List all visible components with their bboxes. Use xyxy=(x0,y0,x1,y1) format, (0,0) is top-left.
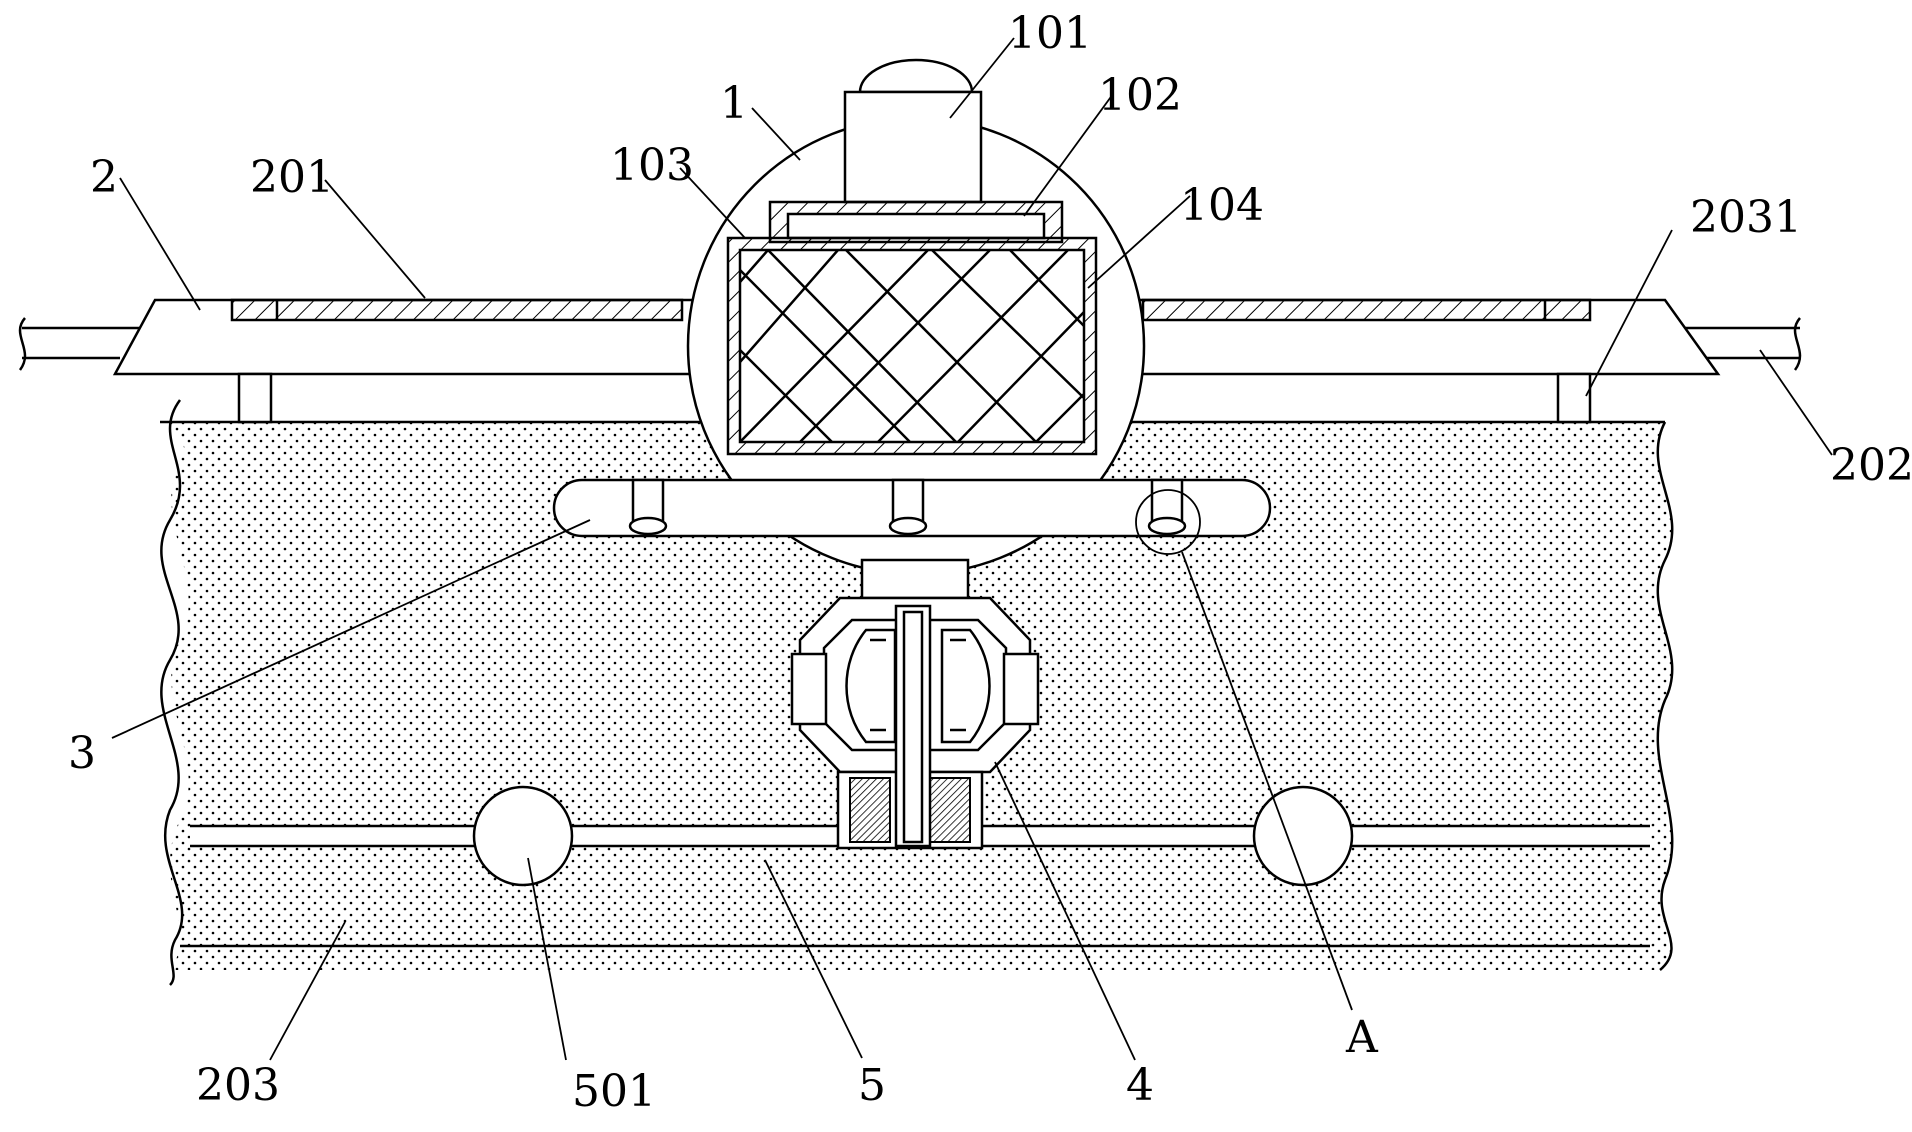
machine-housing xyxy=(686,58,1146,576)
label-103: 103 xyxy=(610,140,694,191)
label-1: 1 xyxy=(720,78,748,129)
roller-right xyxy=(1252,785,1354,887)
label-202: 202 xyxy=(1830,440,1912,491)
leader-lines xyxy=(111,37,1833,1061)
label-102: 102 xyxy=(1098,70,1182,121)
reference-labels: 1 101 102 103 104 2 201 202 2031 203 3 4… xyxy=(68,8,1912,1117)
label-2031: 2031 xyxy=(1690,192,1802,243)
label-201: 201 xyxy=(250,152,334,203)
clamp-unit xyxy=(790,558,1040,850)
label-4: 4 xyxy=(1126,1060,1154,1111)
spray-bar xyxy=(552,478,1272,555)
label-5: 5 xyxy=(858,1060,886,1111)
label-3: 3 xyxy=(68,728,96,779)
label-104: 104 xyxy=(1180,180,1264,231)
label-A: A xyxy=(1345,1012,1379,1063)
label-101: 101 xyxy=(1008,8,1092,59)
label-501: 501 xyxy=(572,1066,656,1117)
label-2: 2 xyxy=(90,152,118,203)
roller-left xyxy=(472,785,574,887)
label-203: 203 xyxy=(196,1060,280,1111)
